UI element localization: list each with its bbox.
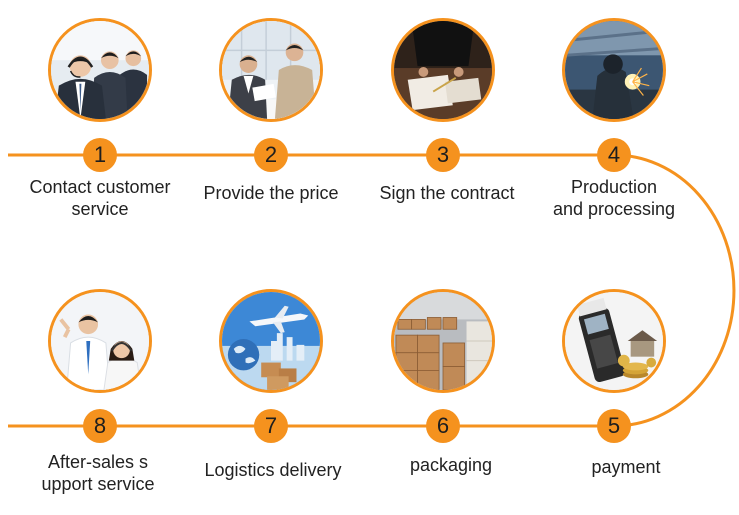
step-3-number-badge: 3 [426,138,460,172]
logistics-delivery-photo [219,289,323,393]
step-2-label: Provide the price [181,182,361,204]
after-sales-support-photo [48,289,152,393]
step-4-label-line-2: and processing [552,199,676,219]
flow-line-curve [613,153,736,428]
step-1-label-line-2: service [71,199,129,219]
step-8-label-line-1: After-sales s [47,452,149,472]
step-1-label: Contact customer service [10,176,190,220]
payment-terminal-photo [562,289,666,393]
price-meeting-image [222,21,320,119]
step-1-number-badge: 1 [83,138,117,172]
step-3-label-line-1: Sign the contract [379,183,515,203]
production-welding-image [565,21,663,119]
step-8-label: After-sales s upport service [8,451,188,495]
step-7-label: Logistics delivery [183,459,363,481]
customer-service-photo [48,18,152,122]
step-1-label-line-1: Contact customer [29,177,171,197]
step-2-label-line-1: Provide the price [203,183,339,203]
step-3-label: Sign the contract [357,182,537,204]
customer-service-image [51,21,149,119]
payment-terminal-image [565,292,663,390]
after-sales-support-image [51,292,149,390]
contract-signing-photo [391,18,495,122]
contract-signing-image [394,21,492,119]
step-4-label: Production and processing [524,176,704,220]
step-8-label-line-2: upport service [41,474,155,494]
step-5-number-badge: 5 [597,409,631,443]
step-7-label-line-1: Logistics delivery [204,460,342,480]
step-7-number-badge: 7 [254,409,288,443]
step-5-label: payment [536,456,716,478]
step-5-label-line-1: payment [591,457,661,477]
step-4-number-badge: 4 [597,138,631,172]
step-6-number-badge: 6 [426,409,460,443]
step-4-label-line-1: Production [570,177,658,197]
step-6-label-line-1: packaging [409,455,493,475]
step-8-number-badge: 8 [83,409,117,443]
packaging-warehouse-image [394,292,492,390]
step-6-label: packaging [361,454,541,476]
step-2-number-badge: 2 [254,138,288,172]
price-meeting-photo [219,18,323,122]
logistics-delivery-image [222,292,320,390]
packaging-warehouse-photo [391,289,495,393]
production-welding-photo [562,18,666,122]
